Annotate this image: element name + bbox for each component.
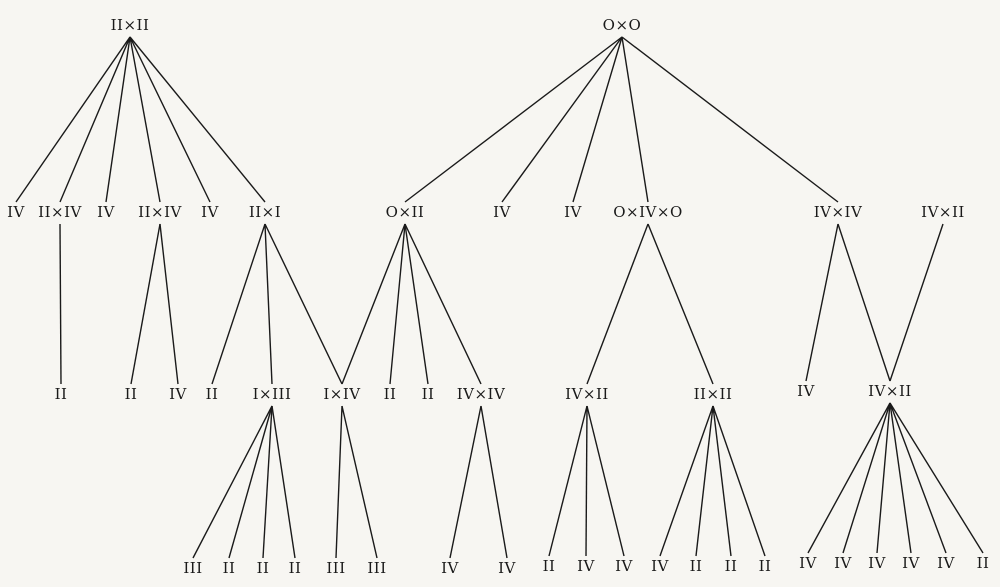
edge-b1c3-b1c3c2 xyxy=(480,405,508,559)
node-label-a4c1: II xyxy=(125,385,138,403)
edge-b6c1-b6c1c3 xyxy=(876,402,891,554)
node-label-b4: O×IV×O xyxy=(613,203,683,221)
node-label-b1c3: IV×IV xyxy=(457,385,506,403)
edge-root_a-a1 xyxy=(15,36,131,203)
node-label-a6c2c1: III xyxy=(183,559,202,577)
node-label-a3: IV xyxy=(97,203,115,221)
node-label-a2: II×IV xyxy=(38,203,82,221)
node-label-a6c1: II xyxy=(206,385,219,403)
node-label-a6c3c2: III xyxy=(367,559,386,577)
node-label-a6c2c3: II xyxy=(257,559,270,577)
node-label-a6c3c1: III xyxy=(326,559,345,577)
node-label-root_b: O×O xyxy=(603,16,642,34)
edge-a4-a4c1 xyxy=(130,223,161,385)
node-label-b3: IV xyxy=(564,203,582,221)
edge-b1c3-b1c3c1 xyxy=(449,405,482,559)
edge-b4c2-b4c2c4 xyxy=(712,405,766,557)
node-label-b4c2c4: II xyxy=(759,557,772,575)
edge-root_b-b5 xyxy=(621,36,839,203)
edge-b1-b1c2 xyxy=(404,223,429,385)
edge-a6c2-a6c2c4 xyxy=(271,405,296,559)
node-label-b4c1c3: IV xyxy=(615,557,633,575)
node-label-a6c2: I×III xyxy=(253,385,292,403)
node-label-b4c2c3: II xyxy=(725,557,738,575)
node-label-b6c1c4: IV xyxy=(902,554,920,572)
diagram-edges xyxy=(15,36,984,559)
edge-b6c1-b6c1c4 xyxy=(889,402,912,554)
node-label-root_a: II×II xyxy=(111,16,150,34)
edge-b1-b1c1 xyxy=(389,223,406,385)
node-label-b5: IV×IV xyxy=(814,203,863,221)
node-label-b6c1c3: IV xyxy=(868,554,886,572)
node-label-b6c1c5: IV xyxy=(937,554,955,572)
edge-b4c1-b4c1c1 xyxy=(548,405,588,557)
edge-b4-b4c2 xyxy=(647,223,714,385)
node-label-a6c2c4: II xyxy=(289,559,302,577)
edge-b4-b4c1 xyxy=(586,223,649,385)
node-label-b4c1c1: II xyxy=(543,557,556,575)
node-label-b1c3c2: IV xyxy=(498,559,516,577)
node-label-a6: II×I xyxy=(249,203,281,221)
node-label-b6c1c1: IV xyxy=(799,554,817,572)
edge-root_a-a3 xyxy=(105,36,131,203)
node-label-b2: IV xyxy=(493,203,511,221)
edge-a6c2-a6c2c1 xyxy=(192,405,273,559)
edge-a6c2-a6c2c3 xyxy=(262,405,273,559)
node-label-b6c1c6: II xyxy=(977,554,990,572)
node-label-a1: IV xyxy=(7,203,25,221)
edge-b6-b6c1 xyxy=(889,223,944,382)
edge-a6c2-a6c2c2 xyxy=(228,405,273,559)
edge-b6c1-b6c1c6 xyxy=(889,402,984,554)
edge-b6c1-b6c1c5 xyxy=(889,402,947,554)
node-label-b6c1: IV×II xyxy=(868,382,912,400)
edge-root_b-b2 xyxy=(501,36,623,203)
node-label-b4c1: IV×II xyxy=(565,385,609,403)
edge-a4-a4c2 xyxy=(159,223,179,385)
edge-b5-b5c1 xyxy=(805,223,839,382)
node-label-b1c3c1: IV xyxy=(441,559,459,577)
edge-a6-a6c3 xyxy=(264,223,343,385)
edge-root_b-b3 xyxy=(572,36,623,203)
node-label-b1: O×II xyxy=(386,203,425,221)
edge-root_a-a6 xyxy=(129,36,266,203)
edge-a6c3-a6c3c1 xyxy=(335,405,343,559)
node-label-b4c1c2: IV xyxy=(577,557,595,575)
node-label-b4c2c1: IV xyxy=(651,557,669,575)
edge-a2-a2c1 xyxy=(59,223,62,385)
node-label-b4c2: II×II xyxy=(694,385,733,403)
node-label-a4c2: IV xyxy=(169,385,187,403)
node-label-a6c2c2: II xyxy=(223,559,236,577)
edge-b4c2-b4c2c3 xyxy=(712,405,732,557)
node-label-a4: II×IV xyxy=(138,203,182,221)
node-label-b6c1c2: IV xyxy=(834,554,852,572)
node-label-a6c3: I×IV xyxy=(323,385,361,403)
node-label-a5: IV xyxy=(201,203,219,221)
edge-b1-a6c3 xyxy=(341,223,406,385)
edge-root_a-a5 xyxy=(129,36,211,203)
edge-b4c1-b4c1c2 xyxy=(585,405,588,557)
edge-root_b-b4 xyxy=(621,36,649,203)
edge-b6c1-b6c1c1 xyxy=(807,402,891,554)
edge-b4c1-b4c1c3 xyxy=(586,405,625,557)
node-label-b4c2c2: II xyxy=(690,557,703,575)
edge-b5-b6c1 xyxy=(837,223,891,382)
diagram-labels: II×II O×O IV II×IV IV II×IV IV II×I O×II IV IV O×IV… xyxy=(7,16,989,577)
node-label-b1c1: II xyxy=(384,385,397,403)
edge-b6c1-b6c1c2 xyxy=(842,402,891,554)
edge-b4c2-b4c2c2 xyxy=(695,405,714,557)
node-label-b5c1: IV xyxy=(797,382,815,400)
edge-b1-b1c3 xyxy=(404,223,482,385)
edge-b4c2-b4c2c1 xyxy=(659,405,714,557)
edge-a6c3-a6c3c2 xyxy=(341,405,378,559)
edge-root_a-a4 xyxy=(129,36,161,203)
node-label-b6: IV×II xyxy=(921,203,965,221)
edge-root_a-a2 xyxy=(59,36,131,203)
edge-a6-a6c1 xyxy=(211,223,266,385)
node-label-a2c1: II xyxy=(55,385,68,403)
edge-root_b-b1 xyxy=(404,36,623,203)
edge-a6-a6c2 xyxy=(264,223,273,385)
node-label-b1c2: II xyxy=(422,385,435,403)
